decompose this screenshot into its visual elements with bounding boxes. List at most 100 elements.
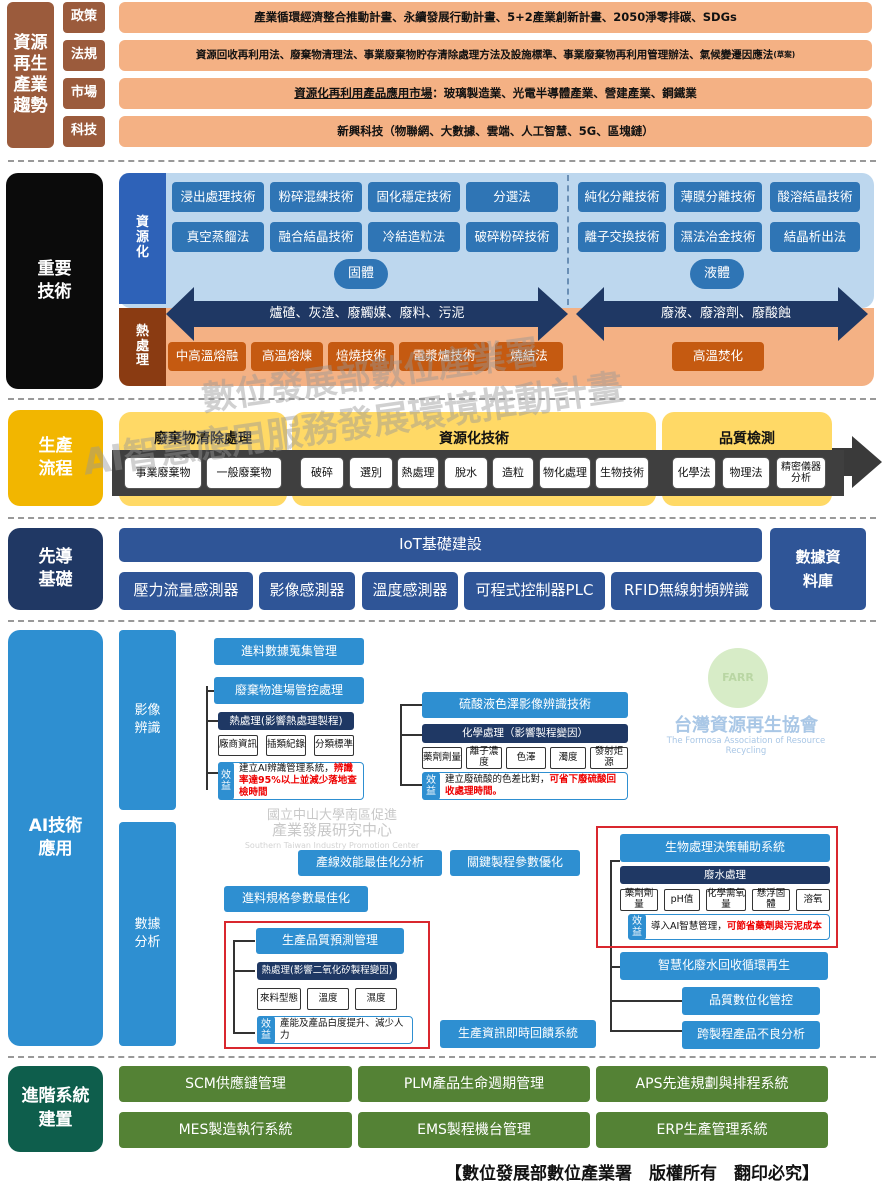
data-analysis-label-text: 數據分析 (134, 917, 161, 950)
ai-color: 色澤 (506, 747, 546, 769)
effect-badge-text: 效益 (426, 774, 436, 798)
resource-label: 資源化 (119, 173, 166, 304)
heat-plasma: 電漿爐技術 (399, 342, 489, 371)
ai-cod: 化學需氧量 (706, 888, 746, 911)
ai-do: 溶氧 (796, 889, 830, 911)
liquid-arrow-text: 廢液、廢溶劑、廢酸蝕 (660, 305, 791, 321)
trends-title-text: 資源再生產業趨勢 (13, 32, 48, 117)
system-aps: APS先進規劃與排程系統 (596, 1066, 828, 1102)
effect-badge-text: 效益 (632, 915, 642, 939)
tech-crush-grind: 破碎粉碎技術 (466, 222, 558, 252)
connector (233, 940, 255, 942)
connector (610, 1000, 682, 1002)
ai-effect-bio-text: 導入AI智慧管理，可節省藥劑與污泥成本 (651, 921, 822, 933)
ai-emission-source: 發射炬源 (590, 746, 628, 769)
ai-chem-process: 化學處理（影響製程變因） (422, 724, 628, 743)
effect-badge-text: 效益 (261, 1018, 271, 1042)
tech-fusion-crystal: 融合結晶技術 (270, 222, 362, 252)
tech-acid-crystal: 酸溶結晶技術 (770, 182, 860, 212)
ai-turbidity: 濁度 (550, 747, 586, 769)
proc-chemical: 化學法 (672, 457, 716, 489)
heat-label-text: 熱處理 (135, 323, 149, 369)
connector (206, 686, 208, 790)
ai-ph: pH值 (664, 889, 700, 911)
trend-market-text: ：玻璃製造業、光電半導體產業、營建產業、鋼鐵業 (432, 85, 697, 100)
advanced-title-text: 進階系統建置 (21, 1086, 90, 1130)
ai-line-efficiency: 產線效能最佳化分析 (298, 850, 442, 876)
trend-bar-market: 資源化再利用產品應用市場：玻璃製造業、光電半導體產業、營建產業、鋼鐵業 (119, 78, 872, 109)
connector (400, 704, 422, 706)
tech-sorting: 分選法 (466, 182, 558, 212)
effect-badge: 效益 (257, 1016, 275, 1044)
trend-bar-law: 資源回收再利用法、廢棄物清理法、事業廢棄物貯存清除處理方法及設施標準、事業廢棄物… (119, 40, 872, 71)
nsysu-english: Southern Taiwan Industry Promotion Cente… (244, 841, 420, 851)
ai-feed-data-mgmt: 進料數據蒐集管理 (214, 638, 364, 665)
ai-effect-d-text: 產能及產品白度提升、減少人力 (280, 1018, 404, 1041)
advanced-title: 進階系統建置 (8, 1066, 103, 1152)
proc-instrument: 精密儀器分析 (776, 457, 826, 489)
tech-ion-exchange: 離子交換技術 (578, 222, 666, 252)
connector (233, 970, 255, 972)
nsysu-name2: 產業發展研究中心 (271, 821, 392, 840)
ai-waste-intake: 廢棄物進場管控處理 (214, 677, 364, 704)
iot-bar: IoT基礎建設 (119, 528, 762, 562)
connector (610, 860, 612, 1030)
ai-effect-b-highlight: 可省下廢硫酸回收處理時間。 (445, 774, 617, 797)
image-recognition-label-text: 影像辨識 (134, 703, 161, 736)
ai-class-standard: 分類標準 (314, 735, 354, 756)
ai-reagent-dose: 藥劑劑量 (422, 747, 462, 769)
ai-feed-spec: 進料規格參數最佳化 (224, 886, 368, 912)
tech-crush-mix: 粉碎混練技術 (270, 182, 362, 212)
ai-effect-a-pre: 建立AI辨識管理系統， (239, 763, 334, 775)
tech-crystallize: 結晶析出法 (770, 222, 860, 252)
proc-select: 選別 (349, 457, 393, 489)
connector (233, 940, 235, 1034)
ai-vendor-info: 廠商資訊 (218, 735, 258, 756)
trend-law-text: 資源回收再利用法、廢棄物清理法、事業廢棄物貯存清除處理方法及設施標準、事業廢棄物… (195, 49, 774, 62)
sensor-image: 影像感測器 (259, 572, 355, 610)
effect-badge: 效益 (218, 762, 234, 800)
ai-effect-a-text: 建立AI辨識管理系統，辨識率達95%以上並減少落地查檢時間 (239, 763, 357, 799)
rfid: RFID無線射頻辨識 (611, 572, 762, 610)
effect-badge: 效益 (628, 914, 646, 940)
trend-tag-policy: 政策 (63, 2, 105, 33)
ai-bio-dose: 藥劑劑量 (620, 888, 658, 911)
tech-title: 重要技術 (6, 173, 103, 389)
resource-tech-title: 資源化技術 (439, 430, 509, 447)
tech-membrane: 薄膜分離技術 (674, 182, 762, 212)
ai-effect-b-text: 建立廢硫酸的色差比對，可省下廢硫酸回收處理時間。 (445, 774, 621, 798)
connector (610, 966, 620, 968)
ai-quality-digital: 品質數位化管控 (682, 987, 820, 1015)
quality-title: 品質檢測 (719, 430, 775, 447)
farr-name: 台灣資源再生協會 (674, 714, 818, 736)
ai-ion-conc: 離子濃度 (466, 746, 502, 769)
database-text: 數據資料庫 (795, 548, 841, 590)
process-title: 生產流程 (8, 410, 103, 506)
process-title-text: 生產流程 (38, 436, 73, 479)
ai-effect-a-highlight: 辨識率達95%以上並減少落地查檢時間 (239, 763, 357, 798)
proc-physchem: 物化處理 (539, 457, 591, 489)
resource-label-text: 資源化 (135, 215, 149, 260)
connector (206, 720, 218, 722)
connector (206, 690, 214, 692)
divider (8, 620, 876, 622)
tech-vacuum: 真空蒸餾法 (172, 222, 264, 252)
plc-controller: 可程式控制器PLC (464, 572, 605, 610)
ai-humidity: 濕度 (355, 988, 397, 1010)
heat-roast: 焙燒技術 (328, 342, 394, 371)
connector (400, 704, 402, 784)
trend-law-note: (草案) (773, 50, 796, 60)
ai-effect-bio-highlight: 可節省藥劑與污泥成本 (726, 921, 822, 933)
connector (610, 860, 620, 862)
ai-heat-treatment: 熱處理(影響熱處理製程) (218, 712, 354, 730)
divider (8, 398, 876, 400)
waste-title: 廢棄物清除處理 (154, 430, 252, 447)
tech-cold-granulate: 冷結造粒法 (368, 222, 460, 252)
ai-key-params: 關鍵製程參數優化 (450, 850, 580, 876)
solid-liquid-divider (567, 175, 569, 305)
trend-tag-law: 法規 (63, 40, 105, 71)
image-recognition-label: 影像辨識 (119, 630, 176, 810)
foundation-title: 先導基礎 (8, 528, 103, 610)
system-ems: EMS製程機台管理 (358, 1112, 590, 1148)
solid-label: 固體 (334, 259, 388, 289)
